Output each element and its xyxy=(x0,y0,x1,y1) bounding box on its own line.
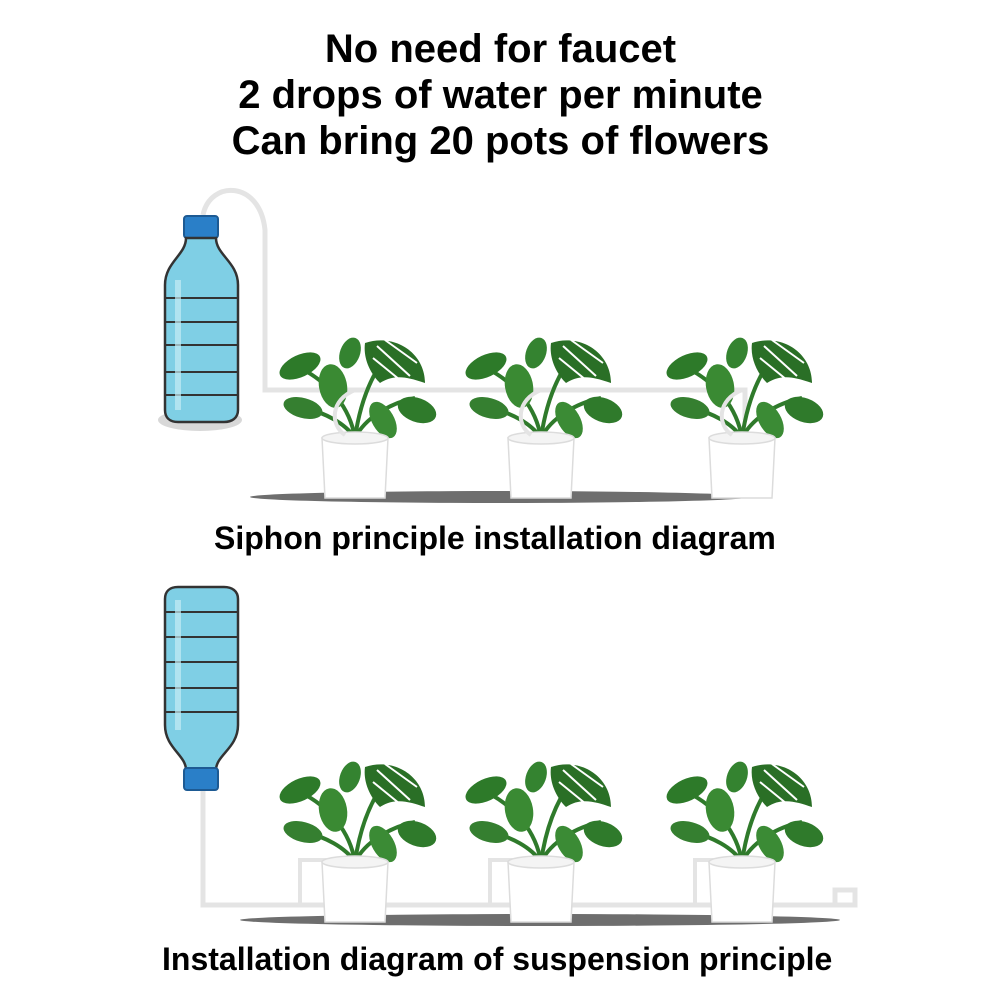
bottle-cap-icon xyxy=(183,767,219,791)
plant-pot-3 xyxy=(660,756,829,923)
water-bottle-inverted xyxy=(163,585,240,791)
headline-line-2: 2 drops of water per minute xyxy=(238,73,763,117)
bottle-cap-icon xyxy=(183,215,219,239)
water-tube xyxy=(200,790,858,908)
water-bottle xyxy=(163,215,240,424)
headline: No need for faucet 2 drops of water per … xyxy=(0,26,1001,164)
suspension-diagram xyxy=(163,585,858,926)
plant-pot-2 xyxy=(459,332,628,499)
suspension-caption: Installation diagram of suspension princ… xyxy=(162,941,833,977)
siphon-diagram xyxy=(158,188,829,503)
headline-line-1: No need for faucet xyxy=(324,27,677,71)
plant-pot-3 xyxy=(660,332,829,499)
plant-pot-2 xyxy=(459,756,628,923)
plant-pot-1 xyxy=(273,332,442,499)
headline-line-3: Can bring 20 pots of flowers xyxy=(231,119,770,163)
siphon-caption: Siphon principle installation diagram xyxy=(214,520,776,556)
water-tube xyxy=(200,188,748,420)
